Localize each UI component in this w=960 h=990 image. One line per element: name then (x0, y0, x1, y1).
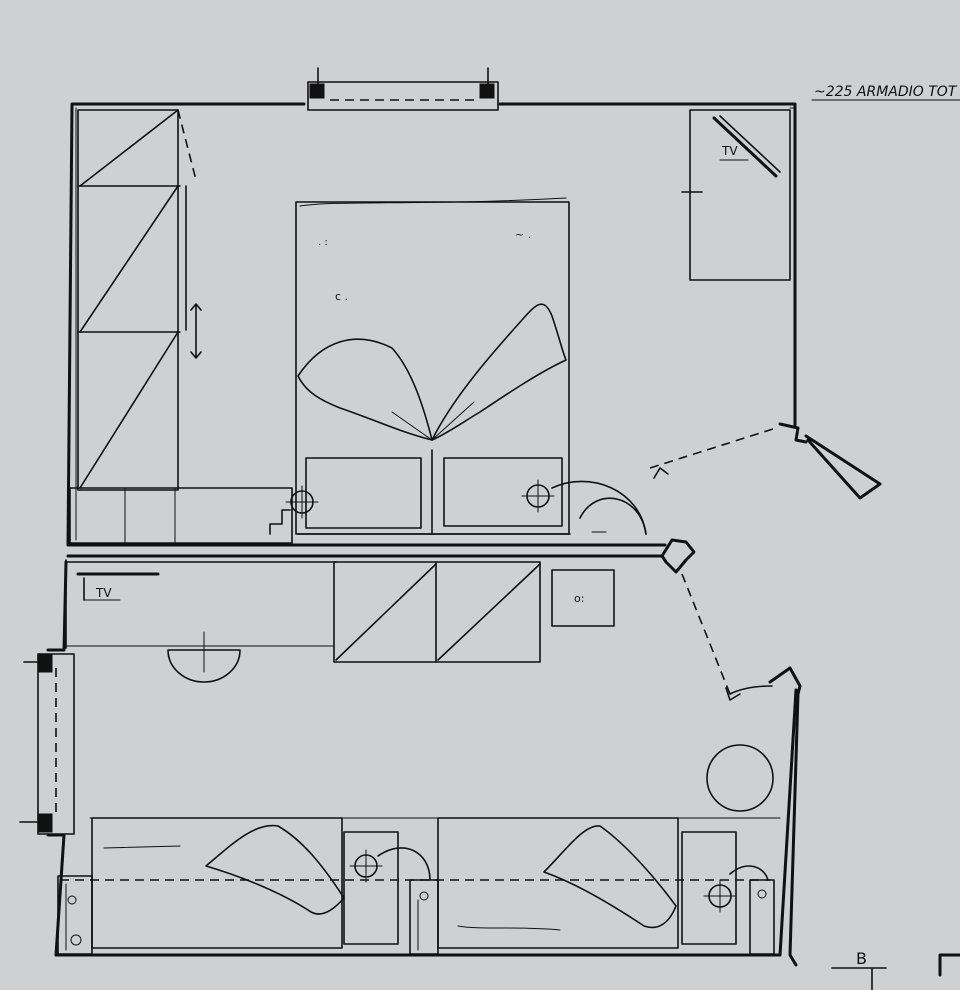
upper-room-walls (66, 102, 797, 547)
svg-text:o:: o: (574, 592, 584, 605)
upper-room: TV ~225 ARMADIO TOT . : c . ~ . (66, 67, 960, 547)
side-table-lower: o: (551, 569, 615, 627)
lower-room: TV o: (19, 560, 960, 990)
section-marker-label: B (856, 949, 867, 968)
wardrobe-upper (69, 109, 293, 544)
tv-unit-lower: TV (76, 572, 160, 601)
svg-text:~ .: ~ . (515, 228, 531, 241)
svg-text:c .: c . (335, 290, 348, 303)
partition-wall (65, 538, 696, 649)
twin-bed-left (91, 817, 345, 949)
headboard-panels (57, 875, 775, 955)
bedside-tables-lower (343, 831, 769, 945)
door-upper (649, 422, 882, 500)
window-top (307, 67, 499, 111)
lower-room-walls (46, 560, 798, 957)
tv-label-upper: TV (721, 144, 738, 158)
round-table (706, 744, 774, 812)
svg-text:. :: . : (318, 237, 328, 248)
tv-unit-upper: TV (681, 109, 791, 281)
wardrobe-annotation: ~225 ARMADIO TOT (814, 84, 958, 100)
section-marker: B (831, 949, 960, 990)
window-left (19, 653, 75, 835)
twin-bed-right (437, 817, 679, 949)
bedside-tables-upper (269, 449, 647, 535)
door-lower (681, 573, 773, 701)
wardrobe-lower (65, 561, 541, 663)
wall-lamp-lower (167, 631, 241, 683)
tv-label-lower: TV (95, 586, 112, 600)
